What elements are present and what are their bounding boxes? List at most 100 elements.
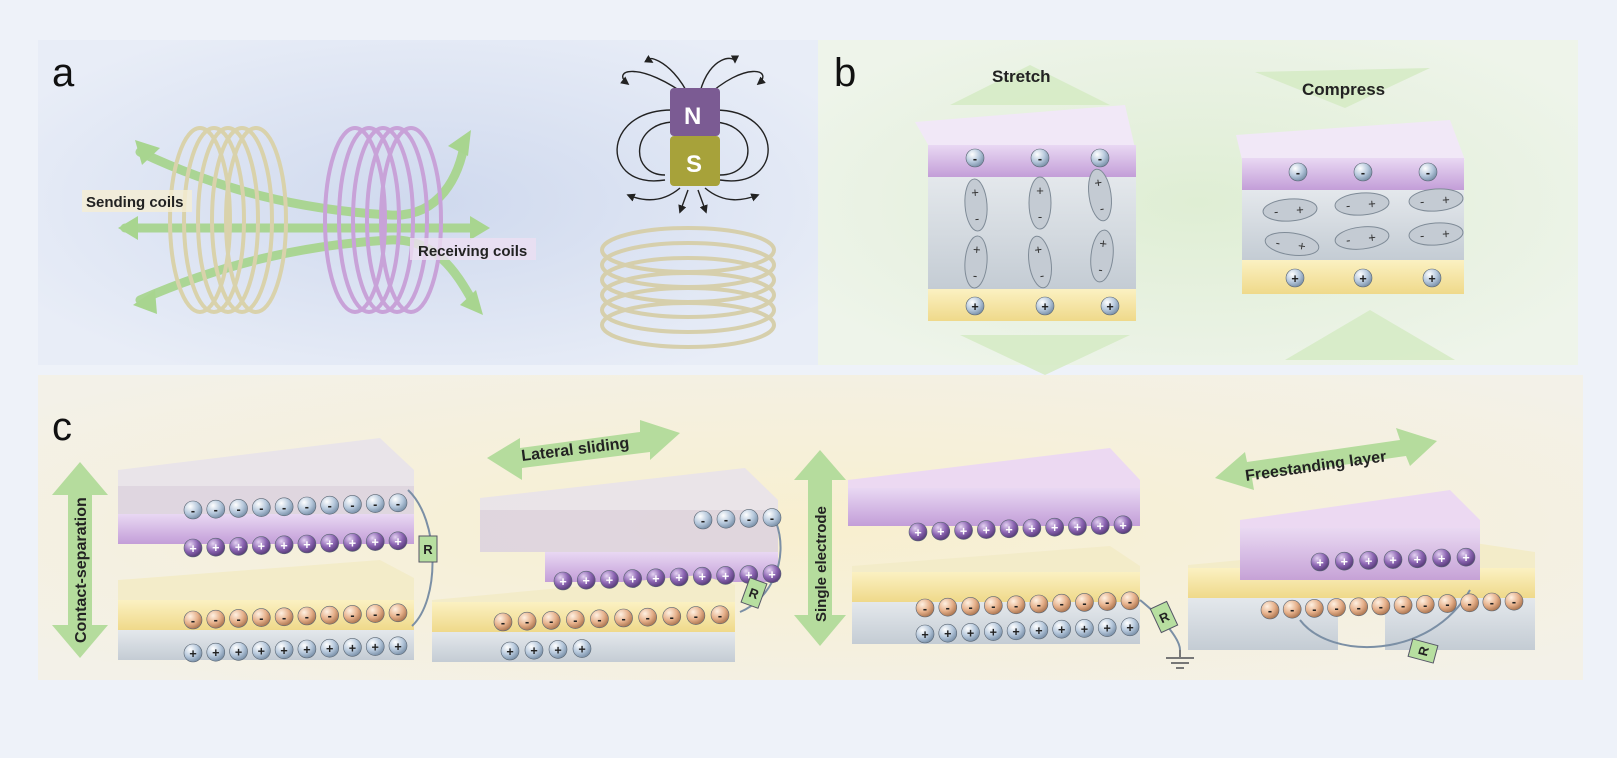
positive-charge: + [938,623,958,643]
positive-charge-sign: + [967,626,974,640]
positive-charge-sign: + [699,570,706,584]
positive-charge-sign: + [1074,520,1081,534]
positive-charge: + [274,640,294,660]
negative-charge-sign: - [1423,598,1427,612]
negative-charge: - [541,611,561,630]
negative-charge: - [252,498,271,517]
negative-charge: - [1288,162,1308,182]
positive-charge: + [1422,268,1442,288]
positive-charge: + [274,535,294,555]
negative-charge: - [297,606,317,626]
negative-charge-sign: - [373,498,377,512]
negative-charge: - [365,494,385,513]
receiving-coil-icon [323,126,443,314]
positive-charge-sign: + [258,540,265,554]
negative-charge-sign: - [923,602,927,616]
positive-charge: + [343,533,362,552]
contact-separation-label: Contact-separation [73,497,90,643]
sending-coils-label: Sending coils [86,194,184,211]
positive-charge-sign: + [606,573,613,587]
dipole-minus: - [972,268,977,283]
resistor-label: R [1415,644,1432,658]
positive-charge-sign: + [745,569,752,583]
positive-charge-sign: + [1365,554,1372,568]
positive-charge-sign: + [1316,556,1323,570]
negative-charge: - [1460,593,1479,613]
freestanding-arrow-icon [1215,428,1437,490]
negative-charge-sign: - [621,612,625,626]
positive-charge: + [320,638,339,658]
positive-charge: + [984,622,1003,641]
positive-charge: + [252,536,271,555]
mode2-device [432,468,778,662]
negative-charge: - [638,607,657,627]
panel-a-letter: a [52,51,75,95]
positive-charge-sign: + [944,627,951,641]
dipole-plus: + [1036,183,1044,198]
negative-charge-sign: - [946,601,950,615]
positive-charge: + [1045,517,1064,537]
negative-charge: - [388,603,408,623]
negative-charge-sign: - [259,612,263,626]
negative-charge: - [388,493,408,513]
dipole-plus: + [1297,238,1307,254]
positive-charge: + [693,566,712,586]
dipole-plus: + [1296,202,1305,217]
negative-charge-sign: - [236,612,240,626]
dipole: +- [964,178,988,232]
field-arrowheads [118,130,490,315]
resistor-icon: R [1407,638,1439,664]
positive-charge-sign: + [394,640,401,654]
positive-charge-sign: + [921,628,928,642]
positive-charge-sign: + [768,568,775,582]
negative-charge-sign: - [1445,598,1449,612]
negative-charge: - [229,499,248,518]
negative-charge-sign: - [1512,595,1516,609]
positive-charge: + [572,639,592,658]
negative-charge-sign: - [373,608,377,622]
dipole-minus: - [1345,198,1350,213]
negative-charge-sign: - [1312,602,1316,616]
positive-charge: + [252,641,271,660]
positive-charge-sign: + [349,641,356,655]
positive-charge-sign: + [1438,552,1445,566]
negative-charge: - [961,597,980,616]
panel-c-letter: c [52,405,72,449]
positive-charge-sign: + [349,536,356,550]
negative-charge-sign: - [991,600,995,614]
positive-charge: + [1359,551,1378,570]
positive-charge: + [623,569,642,588]
magnet-icon: N S [670,88,720,186]
positive-charge: + [206,642,226,662]
negative-charge: - [1327,598,1346,617]
positive-charge: + [1068,517,1087,536]
dipole-minus: - [1273,204,1278,219]
negative-charge: - [343,495,362,514]
dipole: +- [1090,229,1114,283]
positive-charge-sign: + [960,524,967,538]
dipole-minus: - [1098,262,1104,277]
positive-charge: + [908,522,928,542]
dipole-plus: + [1442,226,1451,241]
negative-charge-sign: - [214,613,218,627]
dipole-minus: - [1275,235,1281,250]
positive-charge: + [343,638,362,657]
magnet-south-label: S [686,151,702,178]
negative-charge-sign: - [694,610,698,624]
negative-charge-sign: - [259,502,263,516]
negative-charge-sign: - [1014,599,1018,613]
positive-charge-sign: + [326,642,333,656]
positive-charge-sign: + [1106,300,1113,314]
single-electrode-label: Single electrode [813,506,830,622]
magnet-north-label: N [684,103,701,130]
panel-b-charges: ---+++---++++-+-+-+-+-+--+-+-+-+-+-+ [964,148,1464,316]
dipole: +- [1088,168,1112,222]
positive-charge-sign: + [1104,622,1111,636]
stretch-arrow-up-icon [950,65,1110,105]
negative-charge-sign: - [573,614,577,628]
panel-b-letter: b [834,51,856,95]
resistor-label: R [423,542,433,557]
negative-charge-sign: - [525,615,529,629]
negative-charge-sign: - [1334,602,1338,616]
positive-charge-sign: + [1035,624,1042,638]
